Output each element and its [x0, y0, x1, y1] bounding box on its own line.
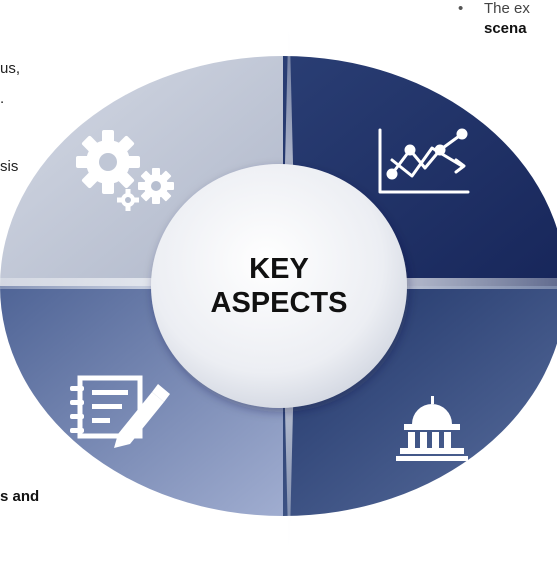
left-text-fragment-2: .	[0, 90, 5, 107]
left-bottom-text-fragment: s and	[0, 488, 40, 505]
gears-icon	[76, 130, 174, 211]
line-chart-icon	[378, 128, 470, 194]
left-text-fragment-3: sis	[0, 158, 19, 175]
document-pen-icon	[70, 375, 170, 448]
left-text-fragment-1: us,	[0, 60, 21, 77]
right-text-fragment-2: scena	[484, 20, 527, 37]
center-label-line1: KEY	[249, 253, 309, 285]
bullet-marker: •	[458, 0, 464, 17]
right-text-fragment-1: The ex	[484, 0, 530, 17]
center-label-line2: ASPECTS	[210, 287, 348, 319]
center-circle	[151, 164, 407, 408]
government-building-icon	[396, 396, 468, 461]
center-label: KEY ASPECTS	[164, 252, 394, 320]
